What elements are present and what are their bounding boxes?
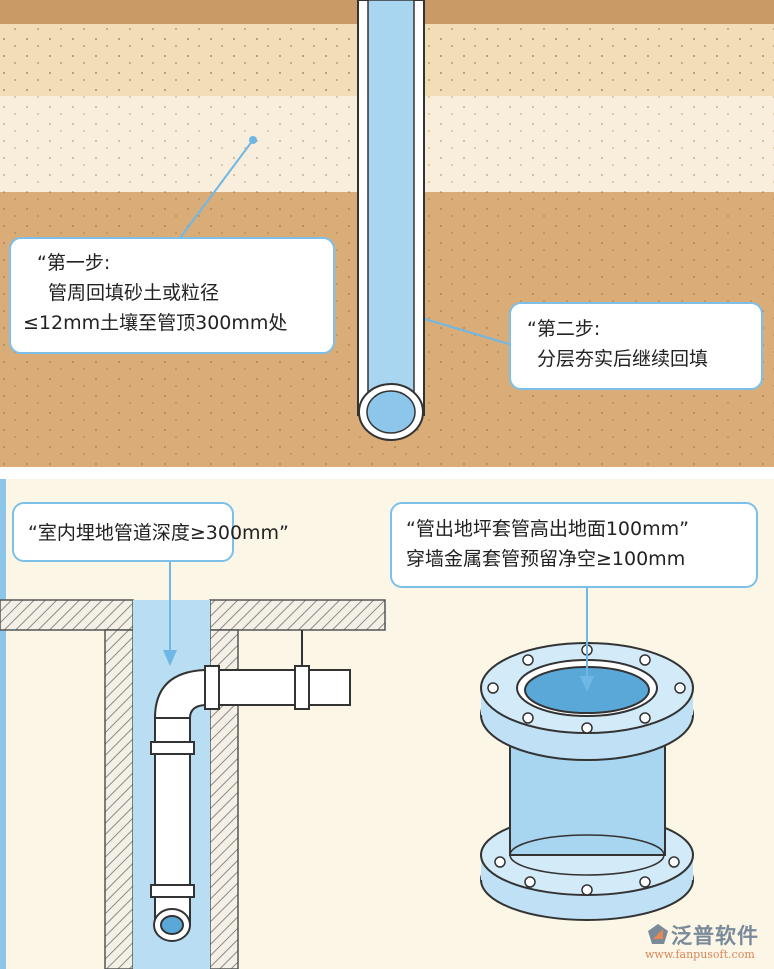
sleeve-line1: “管出地坪套管高出地面100mm” (406, 518, 689, 540)
step1-title: “第一步: (37, 252, 111, 274)
logo-icon (648, 924, 668, 944)
step2-title: “第二步: (527, 318, 601, 340)
step2-line2: 分层夯实后继续回填 (537, 348, 709, 370)
step1-line3: ≤12mm土壤至管顶300mm处 (23, 312, 288, 334)
vertical-pipe (357, 0, 425, 441)
watermark-name: 泛普软件 (671, 924, 759, 948)
depth-text: “室内埋地管道深度≥300mm” (28, 522, 289, 544)
indoor-pipe (150, 630, 351, 942)
depth-callout: “室内埋地管道深度≥300mm” (12, 502, 289, 562)
step1-callout: “第一步: 管周回填砂土或粒径 ≤12mm土壤至管顶300mm处 (9, 237, 335, 354)
watermark-logo: 泛普软件 www.fanpusoft.com (645, 920, 770, 961)
wall-sleeve-flange (480, 588, 694, 921)
sleeve-callout: “管出地坪套管高出地面100mm” 穿墙金属套管预留净空≥100mm (390, 502, 758, 588)
sleeve-line2: 穿墙金属套管预留净空≥100mm (406, 548, 686, 570)
watermark-url: www.fanpusoft.com (645, 948, 755, 961)
step1-line2: 管周回填砂土或粒径 (48, 282, 220, 304)
step2-callout: “第二步: 分层夯实后继续回填 (509, 302, 763, 390)
